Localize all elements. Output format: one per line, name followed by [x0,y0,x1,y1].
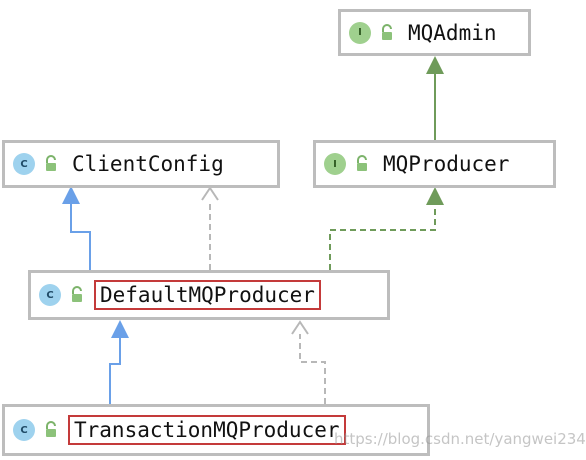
class-diagram-edges [62,56,444,404]
edge-transaction-uses-default [299,334,326,404]
node-transactionmqproducer[interactable]: C TransactionMQProducer [2,404,430,456]
interface-icon: I [324,153,346,175]
arrowhead-mqadmin [426,56,444,74]
node-mqproducer[interactable]: I MQProducer [313,140,556,188]
node-label: MQAdmin [408,20,497,45]
unlock-icon [46,155,56,171]
interface-icon: I [349,21,371,44]
arrowhead-mqproducer [426,187,444,205]
node-defaultmqproducer[interactable]: C DefaultMQProducer [28,270,390,320]
open-arrowhead-defaultmqproducer [291,320,309,335]
unlock-icon [72,286,82,302]
node-clientconfig[interactable]: C ClientConfig [2,140,280,188]
node-label: MQProducer [383,152,510,176]
unlock-icon [382,23,392,40]
node-mqadmin[interactable]: I MQAdmin [338,9,531,56]
class-icon: C [39,284,61,306]
open-arrowhead-clientconfig [201,186,219,201]
edge-default-extends-clientconfig [70,203,91,270]
watermark-text: https://blog.csdn.net/yangwei234 [334,430,586,448]
unlock-icon [357,155,367,171]
arrowhead-defaultmqproducer [111,320,129,338]
node-label: ClientConfig [72,152,224,176]
class-icon: C [13,419,35,441]
node-label-highlighted: DefaultMQProducer [94,280,321,310]
node-label-highlighted: TransactionMQProducer [68,415,346,445]
edge-transaction-extends-default [109,338,121,404]
edge-default-implements-mqproducer [329,203,436,270]
unlock-icon [46,421,56,437]
class-icon: C [13,153,35,175]
arrowhead-clientconfig [62,186,80,204]
